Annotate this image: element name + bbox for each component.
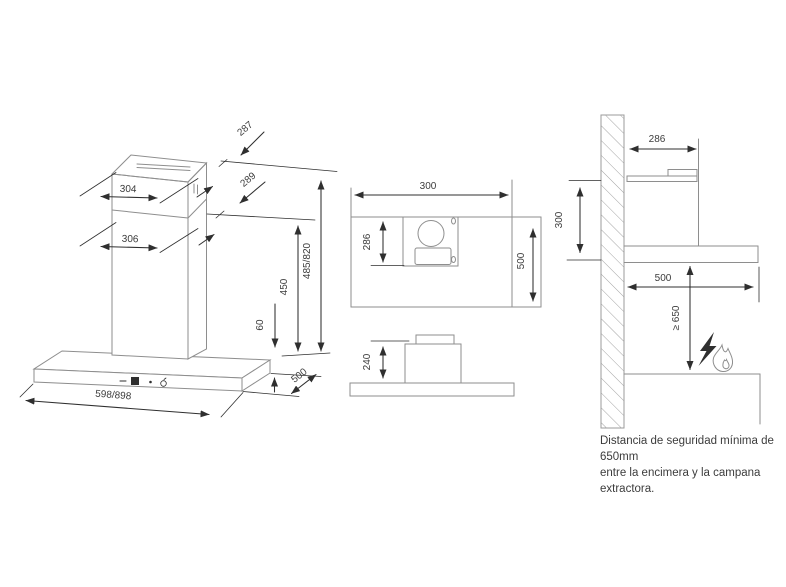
dim-289-label: 289 — [238, 170, 258, 189]
dim-240-label: 240 — [362, 353, 373, 370]
installation-dimensions: 286 300 500 ≥ 650 — [554, 134, 760, 371]
top-view-dimensions: 300 286 500 — [354, 181, 537, 302]
dim-598-898-label: 598/898 — [95, 389, 132, 403]
control-panel — [119, 377, 167, 387]
dim-500-side-label: 500 — [655, 273, 672, 284]
dim-450-label: 450 — [279, 278, 290, 295]
safety-note: Distancia de seguridad mínima de 650mm e… — [600, 433, 786, 497]
isometric-dimensions: 304 306 287 289 485/820 450 — [19, 119, 338, 418]
screw-hole-icon — [451, 256, 456, 263]
motor-slot — [414, 247, 452, 265]
installation-side-view: 286 300 500 ≥ 650 — [554, 114, 761, 429]
dim-min-650-label: ≥ 650 — [671, 305, 682, 330]
motor-housing — [404, 343, 462, 384]
indicator-dot-icon — [149, 380, 152, 384]
wall-section — [600, 114, 625, 429]
dim-500-top-label: 500 — [516, 252, 527, 269]
dim-306-label: 306 — [122, 234, 139, 246]
power-button-icon — [131, 377, 139, 385]
dim-286-top-label: 286 — [362, 233, 373, 250]
top-view: 300 286 500 — [350, 179, 542, 308]
hood-profile — [623, 245, 759, 263]
safety-note-line1: Distancia de seguridad mínima de 650mm — [600, 435, 774, 463]
dim-500-depth-label: 500 — [289, 366, 309, 385]
dim-286-side-label: 286 — [649, 134, 666, 145]
dim-60-label: 60 — [255, 319, 266, 331]
dim-485-820-label: 485/820 — [302, 242, 313, 279]
duct-side-view: 240 — [349, 334, 515, 397]
lightning-icon — [698, 332, 717, 366]
countertop — [623, 373, 761, 425]
hob-type-icons — [698, 332, 734, 373]
chimney-duct — [110, 154, 208, 360]
dim-304-label: 304 — [120, 184, 137, 196]
flame-icon — [712, 343, 734, 373]
mounting-plate — [402, 216, 459, 267]
isometric-view: 304 306 287 289 485/820 450 — [19, 119, 338, 418]
dim-300-top-label: 300 — [420, 181, 437, 192]
dim-300-side-label: 300 — [554, 211, 565, 228]
light-button-icon — [160, 380, 167, 387]
dim-287-label: 287 — [235, 119, 255, 138]
duct-outlet-icon — [417, 220, 445, 247]
mounting-bracket — [626, 169, 698, 182]
hood-body — [32, 350, 272, 392]
screw-hole-icon — [451, 217, 456, 225]
safety-note-line2: entre la encimera y la campana extractor… — [600, 467, 761, 495]
top-view-outline — [350, 179, 542, 308]
duct-flange — [415, 334, 455, 345]
hood-base-plate — [349, 382, 515, 397]
